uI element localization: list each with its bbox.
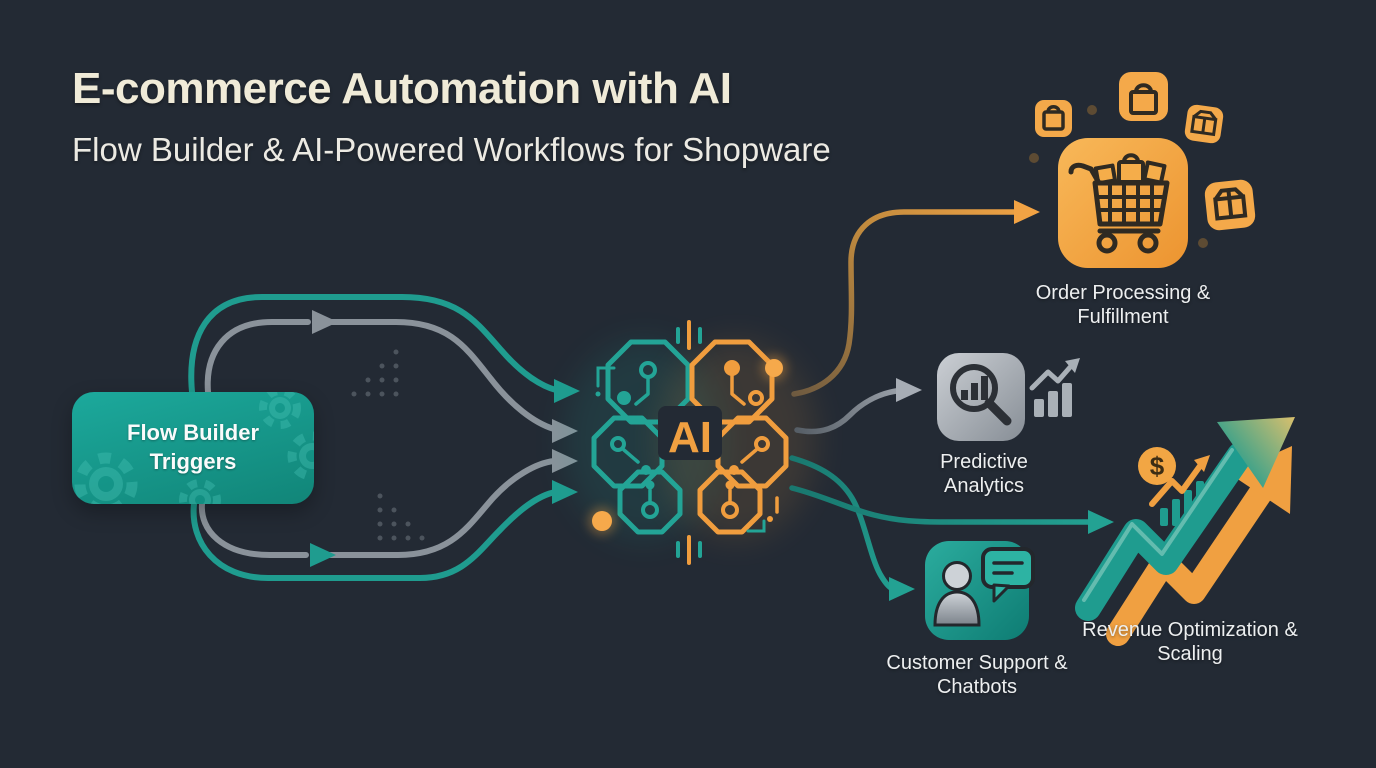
chat-bubble-icon	[981, 547, 1035, 603]
connector-revenue	[789, 485, 1091, 525]
dollar-symbol: $	[1150, 451, 1165, 481]
output-flow-lines	[789, 200, 1114, 601]
magnifier-chart-icon	[950, 364, 1012, 426]
customer-support-label: Customer Support & Chatbots	[886, 652, 1068, 699]
flow-builder-node: Flow Builder Triggers	[72, 392, 314, 504]
connector-orders	[791, 209, 1017, 397]
shopping-bag-icon	[1035, 100, 1072, 137]
arrowhead-icon	[552, 449, 578, 473]
flow-line-bottom-gray	[198, 458, 557, 558]
dot-grid-pattern	[351, 349, 425, 541]
predictive-analytics-label: Predictive Analytics	[940, 451, 1028, 498]
ai-label: AI	[668, 413, 712, 462]
flow-line-top-gray	[204, 319, 557, 432]
brain-corner-brackets	[595, 366, 779, 533]
connector-analytics	[794, 388, 899, 435]
person-icon	[933, 561, 981, 627]
mid-arrow-icon	[310, 543, 336, 567]
arrowhead-icon	[552, 480, 578, 504]
orange-dot	[592, 511, 612, 531]
flow-line-top-teal	[188, 294, 559, 395]
revenue-label: Revenue Optimization & Scaling	[1082, 619, 1298, 666]
arrowhead-icon	[554, 379, 580, 403]
connector-support	[789, 455, 894, 591]
package-box-icon	[1184, 104, 1224, 144]
arrowhead-icon	[1088, 510, 1114, 534]
flow-line-bottom-teal	[190, 489, 559, 581]
shopping-cart-icon	[1068, 153, 1170, 254]
ai-brain-icon: AI	[564, 320, 816, 565]
arrowhead-icon	[889, 577, 915, 601]
package-box-icon	[1204, 179, 1256, 231]
shopping-bag-icon	[1119, 72, 1168, 121]
flow-builder-label: Flow Builder Triggers	[127, 420, 259, 474]
input-flow-lines	[188, 294, 580, 581]
satellite-dots	[1029, 105, 1208, 248]
brain-tick-marks	[676, 320, 702, 565]
order-processing-icon	[1029, 72, 1256, 268]
customer-support-icon	[925, 541, 1035, 640]
revenue-growth-icon: $	[1075, 417, 1295, 646]
order-processing-label: Order Processing & Fulfillment	[1035, 282, 1211, 329]
arrowhead-icon	[896, 378, 922, 402]
trend-bars-icon	[1029, 358, 1080, 417]
mid-arrow-icon	[312, 310, 338, 334]
page-title: E-commerce Automation with AI	[72, 64, 732, 113]
mini-trend-arrow-icon	[1149, 455, 1210, 507]
gear-icon	[74, 392, 314, 504]
predictive-analytics-icon	[937, 353, 1080, 441]
page-subtitle: Flow Builder & AI-Powered Workflows for …	[72, 131, 831, 168]
big-teal-arrow	[1075, 417, 1295, 621]
ai-label-backdrop	[658, 406, 722, 460]
arrowhead-icon	[1014, 200, 1040, 224]
orange-dot	[765, 359, 783, 377]
dollar-coin-icon: $	[1138, 447, 1176, 485]
